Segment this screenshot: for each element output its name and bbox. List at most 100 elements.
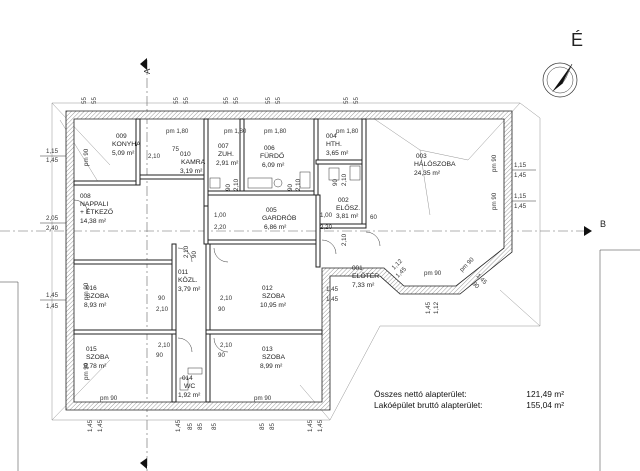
dim-label: 1,12 bbox=[433, 301, 440, 314]
pm-label: pm 1,80 bbox=[336, 128, 359, 135]
dim-label: 2,10 bbox=[220, 342, 233, 349]
dim-label: 55 bbox=[353, 97, 360, 104]
dim-label: 2,10 bbox=[148, 153, 161, 160]
area-summary: Összes nettó alapterület: 121,49 m² Lakó… bbox=[374, 389, 564, 411]
room-name: FÜRDŐ bbox=[260, 151, 284, 160]
room-007-shower: 007 ZUH. 2,91 m² bbox=[216, 143, 239, 167]
net-area-label: Összes nettó alapterület: bbox=[374, 389, 467, 399]
dim-label: 75 bbox=[172, 146, 179, 153]
interior-walls bbox=[73, 118, 367, 403]
dim-label: 1,15 bbox=[514, 162, 527, 169]
room-area: 14,38 m² bbox=[80, 218, 107, 225]
net-area-value: 121,49 m² bbox=[526, 389, 564, 399]
exterior-walls bbox=[65, 110, 513, 411]
dim-label: 1,45 bbox=[87, 419, 94, 432]
room-area: 6,09 m² bbox=[262, 162, 285, 169]
room-013-room: 013 SZOBA 8,99 m² bbox=[260, 346, 286, 370]
section-line-b: B bbox=[0, 219, 606, 236]
net-area-row: Összes nettó alapterület: 121,49 m² bbox=[374, 389, 564, 400]
room-number: 004 bbox=[326, 133, 337, 140]
dim-label: 1,45 bbox=[326, 296, 339, 303]
room-name-2: + ÉTKEZŐ bbox=[80, 207, 113, 216]
dim-label: 90 bbox=[471, 280, 481, 290]
dim-label: 90 bbox=[218, 306, 225, 313]
room-name: GARDRÓB bbox=[262, 213, 297, 222]
dim-label: 55 bbox=[265, 97, 272, 104]
room-name: ZUH. bbox=[218, 151, 234, 158]
dim-label: 2,10 bbox=[295, 178, 302, 191]
bottom-dimensions: 1,45 1,45 85 85 85 85 1,45 1,45 85 1,45 bbox=[87, 419, 324, 432]
room-area: 3,65 m² bbox=[326, 150, 349, 157]
room-004-boiler: 004 HTH. 3,65 m² bbox=[326, 133, 349, 157]
dim-label: 1,00 bbox=[214, 212, 227, 219]
room-number: 005 bbox=[266, 207, 277, 214]
right-dimensions: 1,15 1,45 1,15 1,45 bbox=[512, 162, 536, 210]
dim-label: 1,00 bbox=[320, 212, 333, 219]
dim-label: 1,45 bbox=[307, 419, 314, 432]
room-006-bathroom: 006 FÜRDŐ 6,09 m² bbox=[260, 145, 285, 169]
room-number: 011 bbox=[178, 269, 189, 276]
dim-label: 2,10 bbox=[158, 342, 171, 349]
dim-label: 85 bbox=[197, 423, 204, 430]
dim-label: 2,10 bbox=[233, 178, 240, 191]
pm-label: pm 90 bbox=[83, 148, 90, 166]
dim-label: 2,20 bbox=[214, 224, 227, 231]
room-area: 2,91 m² bbox=[216, 160, 239, 167]
pm-label: pm 90 bbox=[83, 362, 90, 380]
room-area: 3,79 m² bbox=[178, 286, 201, 293]
room-name: WC bbox=[184, 383, 195, 390]
room-012-room: 012 SZOBA 10,95 m² bbox=[260, 285, 287, 309]
dim-label: 1,45 bbox=[46, 303, 59, 310]
dim-label: 55 bbox=[233, 97, 240, 104]
dim-label: 90 bbox=[218, 352, 225, 359]
dim-label: 1,45 bbox=[175, 419, 182, 432]
pm-label: pm 90 bbox=[491, 192, 498, 210]
room-number: 014 bbox=[182, 375, 193, 382]
room-008-living: 008 NAPPALI + ÉTKEZŐ 14,38 m² bbox=[80, 193, 113, 225]
room-name: SZOBA bbox=[262, 354, 286, 361]
gross-area-label: Lakóépület bruttó alapterület: bbox=[374, 400, 483, 410]
dim-label: 1,45 bbox=[326, 286, 339, 293]
dim-label: 90 bbox=[225, 184, 232, 191]
dim-label: 2,10 bbox=[220, 295, 233, 302]
dim-label: 2,40 bbox=[46, 225, 59, 232]
room-number: 006 bbox=[264, 145, 275, 152]
dim-label: 85 bbox=[211, 423, 218, 430]
room-area: 8,99 m² bbox=[260, 363, 283, 370]
gross-area-value: 155,04 m² bbox=[526, 400, 564, 410]
room-number: 009 bbox=[116, 133, 127, 140]
dim-label: 90 bbox=[287, 184, 294, 191]
room-area: 5,09 m² bbox=[112, 150, 135, 157]
dim-label: 90 bbox=[156, 352, 163, 359]
room-005-wardrobe: 005 GARDRÓB 6,86 m² bbox=[262, 207, 297, 231]
room-area: 8,78 m² bbox=[84, 363, 107, 370]
dim-label: 1,45 bbox=[46, 157, 59, 164]
room-number: 015 bbox=[86, 346, 97, 353]
dim-label: 2,05 bbox=[46, 215, 59, 222]
dim-label: 2,10 bbox=[341, 233, 348, 246]
room-name: KONYHA bbox=[112, 141, 141, 148]
room-area: 7,33 m² bbox=[352, 282, 375, 289]
gross-area-row: Lakóépület bruttó alapterület: 155,04 m² bbox=[374, 400, 564, 411]
room-name: ELŐSZ. bbox=[336, 203, 360, 212]
dim-label: 2,10 bbox=[341, 173, 348, 186]
room-name: HÁLÓSZOBA bbox=[414, 159, 456, 168]
dim-label: 90 bbox=[158, 295, 165, 302]
pm-label: pm 90 bbox=[491, 154, 498, 172]
dim-label: 90 bbox=[191, 251, 198, 258]
dim-label: 2,10 bbox=[183, 245, 190, 258]
section-label-a-top: A bbox=[143, 68, 152, 74]
dim-label: 1,45 bbox=[97, 419, 104, 432]
door-swings bbox=[73, 199, 381, 353]
dim-label: 1,15 bbox=[46, 148, 59, 155]
room-area: 6,86 m² bbox=[264, 224, 287, 231]
section-label-b: B bbox=[600, 219, 606, 229]
dim-label: 55 bbox=[275, 97, 282, 104]
pm-label: pm 90 bbox=[83, 282, 90, 300]
pm-label: pm 90 bbox=[424, 270, 442, 277]
dim-label: 1,45 bbox=[425, 301, 432, 314]
room-area: 1,92 m² bbox=[178, 392, 201, 399]
room-name: KÖZL. bbox=[178, 276, 198, 284]
room-001-vestibule: 001 ELŐTÉR 7,33 m² bbox=[352, 265, 379, 289]
